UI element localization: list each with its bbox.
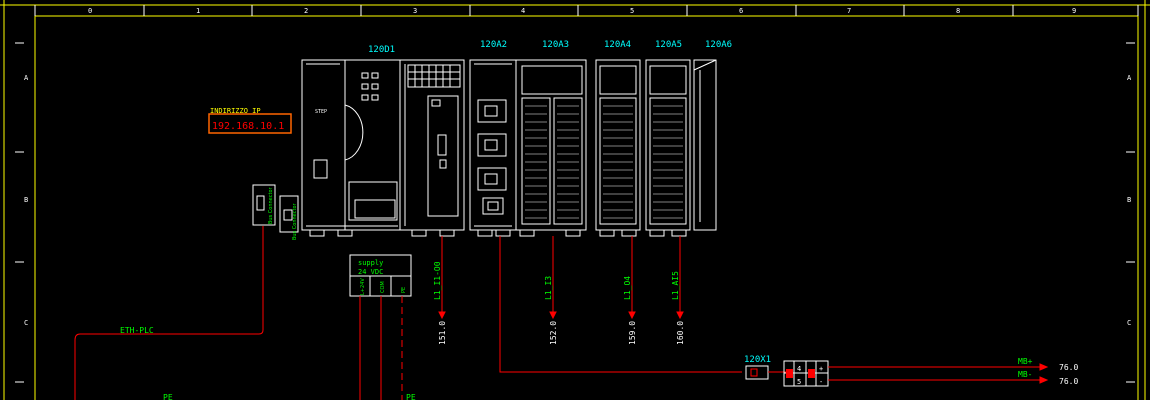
- module-tags: 120D1 120A2 120A3 120A4 120A5 120A6: [368, 40, 732, 55]
- signal-label-4: L1_AI5: [671, 271, 680, 300]
- terminal-polarity-minus: -: [819, 378, 823, 386]
- mb-plus-ref: 76.0: [1059, 363, 1078, 372]
- cpu-module: [301, 59, 465, 237]
- pe-label-right: PE: [406, 393, 416, 400]
- ip-caption: INDIRIZZO IP: [210, 107, 261, 115]
- module-tag-a5: 120A5: [655, 40, 682, 50]
- column-ticks: [34, 5, 1139, 16]
- bus-connector-right-label: Bus Connector: [292, 202, 298, 240]
- row-label-b-left: B: [24, 196, 28, 204]
- supply-terminal-pe: PE: [401, 287, 407, 293]
- module-tag-a4: 120A4: [604, 40, 631, 50]
- io-terminal-rows: [525, 105, 683, 219]
- module-tag-a3: 120A3: [542, 40, 569, 50]
- row-label-a-left: A: [24, 74, 29, 82]
- signal-label-3: L1_O4: [623, 276, 632, 300]
- module-tag-a2: 120A2: [480, 40, 507, 50]
- signal-wires: [438, 236, 684, 320]
- row-labels: A B C A B C: [24, 74, 1132, 327]
- mb-plus-label: MB+: [1018, 357, 1033, 366]
- cpu-brand-label: STEP: [315, 109, 327, 115]
- col-label-3: 3: [413, 7, 417, 15]
- supply-voltage: 24 VDC: [358, 268, 383, 276]
- terminal-pin-5: 5: [797, 378, 801, 386]
- mb-minus-ref: 76.0: [1059, 377, 1078, 386]
- bus-connectors: [252, 184, 299, 233]
- row-label-c-right: C: [1127, 319, 1131, 327]
- row-label-c-left: C: [24, 319, 28, 327]
- terminal-polarity-plus: +: [819, 365, 823, 373]
- cpu-tag: 120D1: [368, 45, 395, 55]
- supply-terminal-l24v: L+24V: [360, 278, 366, 295]
- module-ethernet: [469, 59, 517, 237]
- col-label-0: 0: [88, 7, 92, 15]
- module-tag-a6: 120A6: [705, 40, 732, 50]
- mb-minus-label: MB-: [1018, 370, 1032, 379]
- ip-address-box: [208, 113, 292, 134]
- eth-label: ETH-PLC: [120, 326, 154, 335]
- ip-address: 192.168.10.1: [212, 121, 284, 132]
- row-label-a-right: A: [1127, 74, 1132, 82]
- row-ticks: [15, 42, 1135, 383]
- terminal-tag: 120X1: [744, 355, 771, 365]
- signal-label-2: L1_I3: [544, 276, 553, 300]
- modbus-outputs: [828, 363, 1049, 384]
- module-di: [515, 59, 587, 237]
- eth-cable: [74, 226, 264, 400]
- supply-title: supply: [358, 259, 383, 267]
- col-label-9: 9: [1072, 7, 1076, 15]
- col-label-6: 6: [739, 7, 743, 15]
- pe-label-left: PE: [163, 393, 173, 400]
- signal-ref-2: 152.0: [549, 321, 558, 345]
- col-label-2: 2: [304, 7, 308, 15]
- supply-terminal-com: COM: [380, 281, 386, 293]
- supply-wires: [359, 296, 403, 400]
- module-do: [595, 59, 641, 237]
- row-label-b-right: B: [1127, 196, 1131, 204]
- col-label-8: 8: [956, 7, 960, 15]
- column-labels: 0 1 2 3 4 5 6 7 8 9: [88, 7, 1076, 15]
- bus-connector-left-label: Bus Connector: [268, 186, 274, 224]
- col-label-1: 1: [196, 7, 200, 15]
- col-label-5: 5: [630, 7, 634, 15]
- module-endcap: [693, 59, 717, 231]
- module-ai: [645, 59, 691, 237]
- signal-ref-3: 159.0: [628, 321, 637, 345]
- signal-ref-1: 151.0: [438, 321, 447, 345]
- signal-ref-4: 160.0: [676, 321, 685, 345]
- signal-label-1: L1_I1-O0: [433, 261, 442, 300]
- col-label-7: 7: [847, 7, 851, 15]
- col-label-4: 4: [521, 7, 525, 15]
- modbus-cable: [499, 236, 742, 373]
- terminal-pin-4: 4: [797, 365, 801, 373]
